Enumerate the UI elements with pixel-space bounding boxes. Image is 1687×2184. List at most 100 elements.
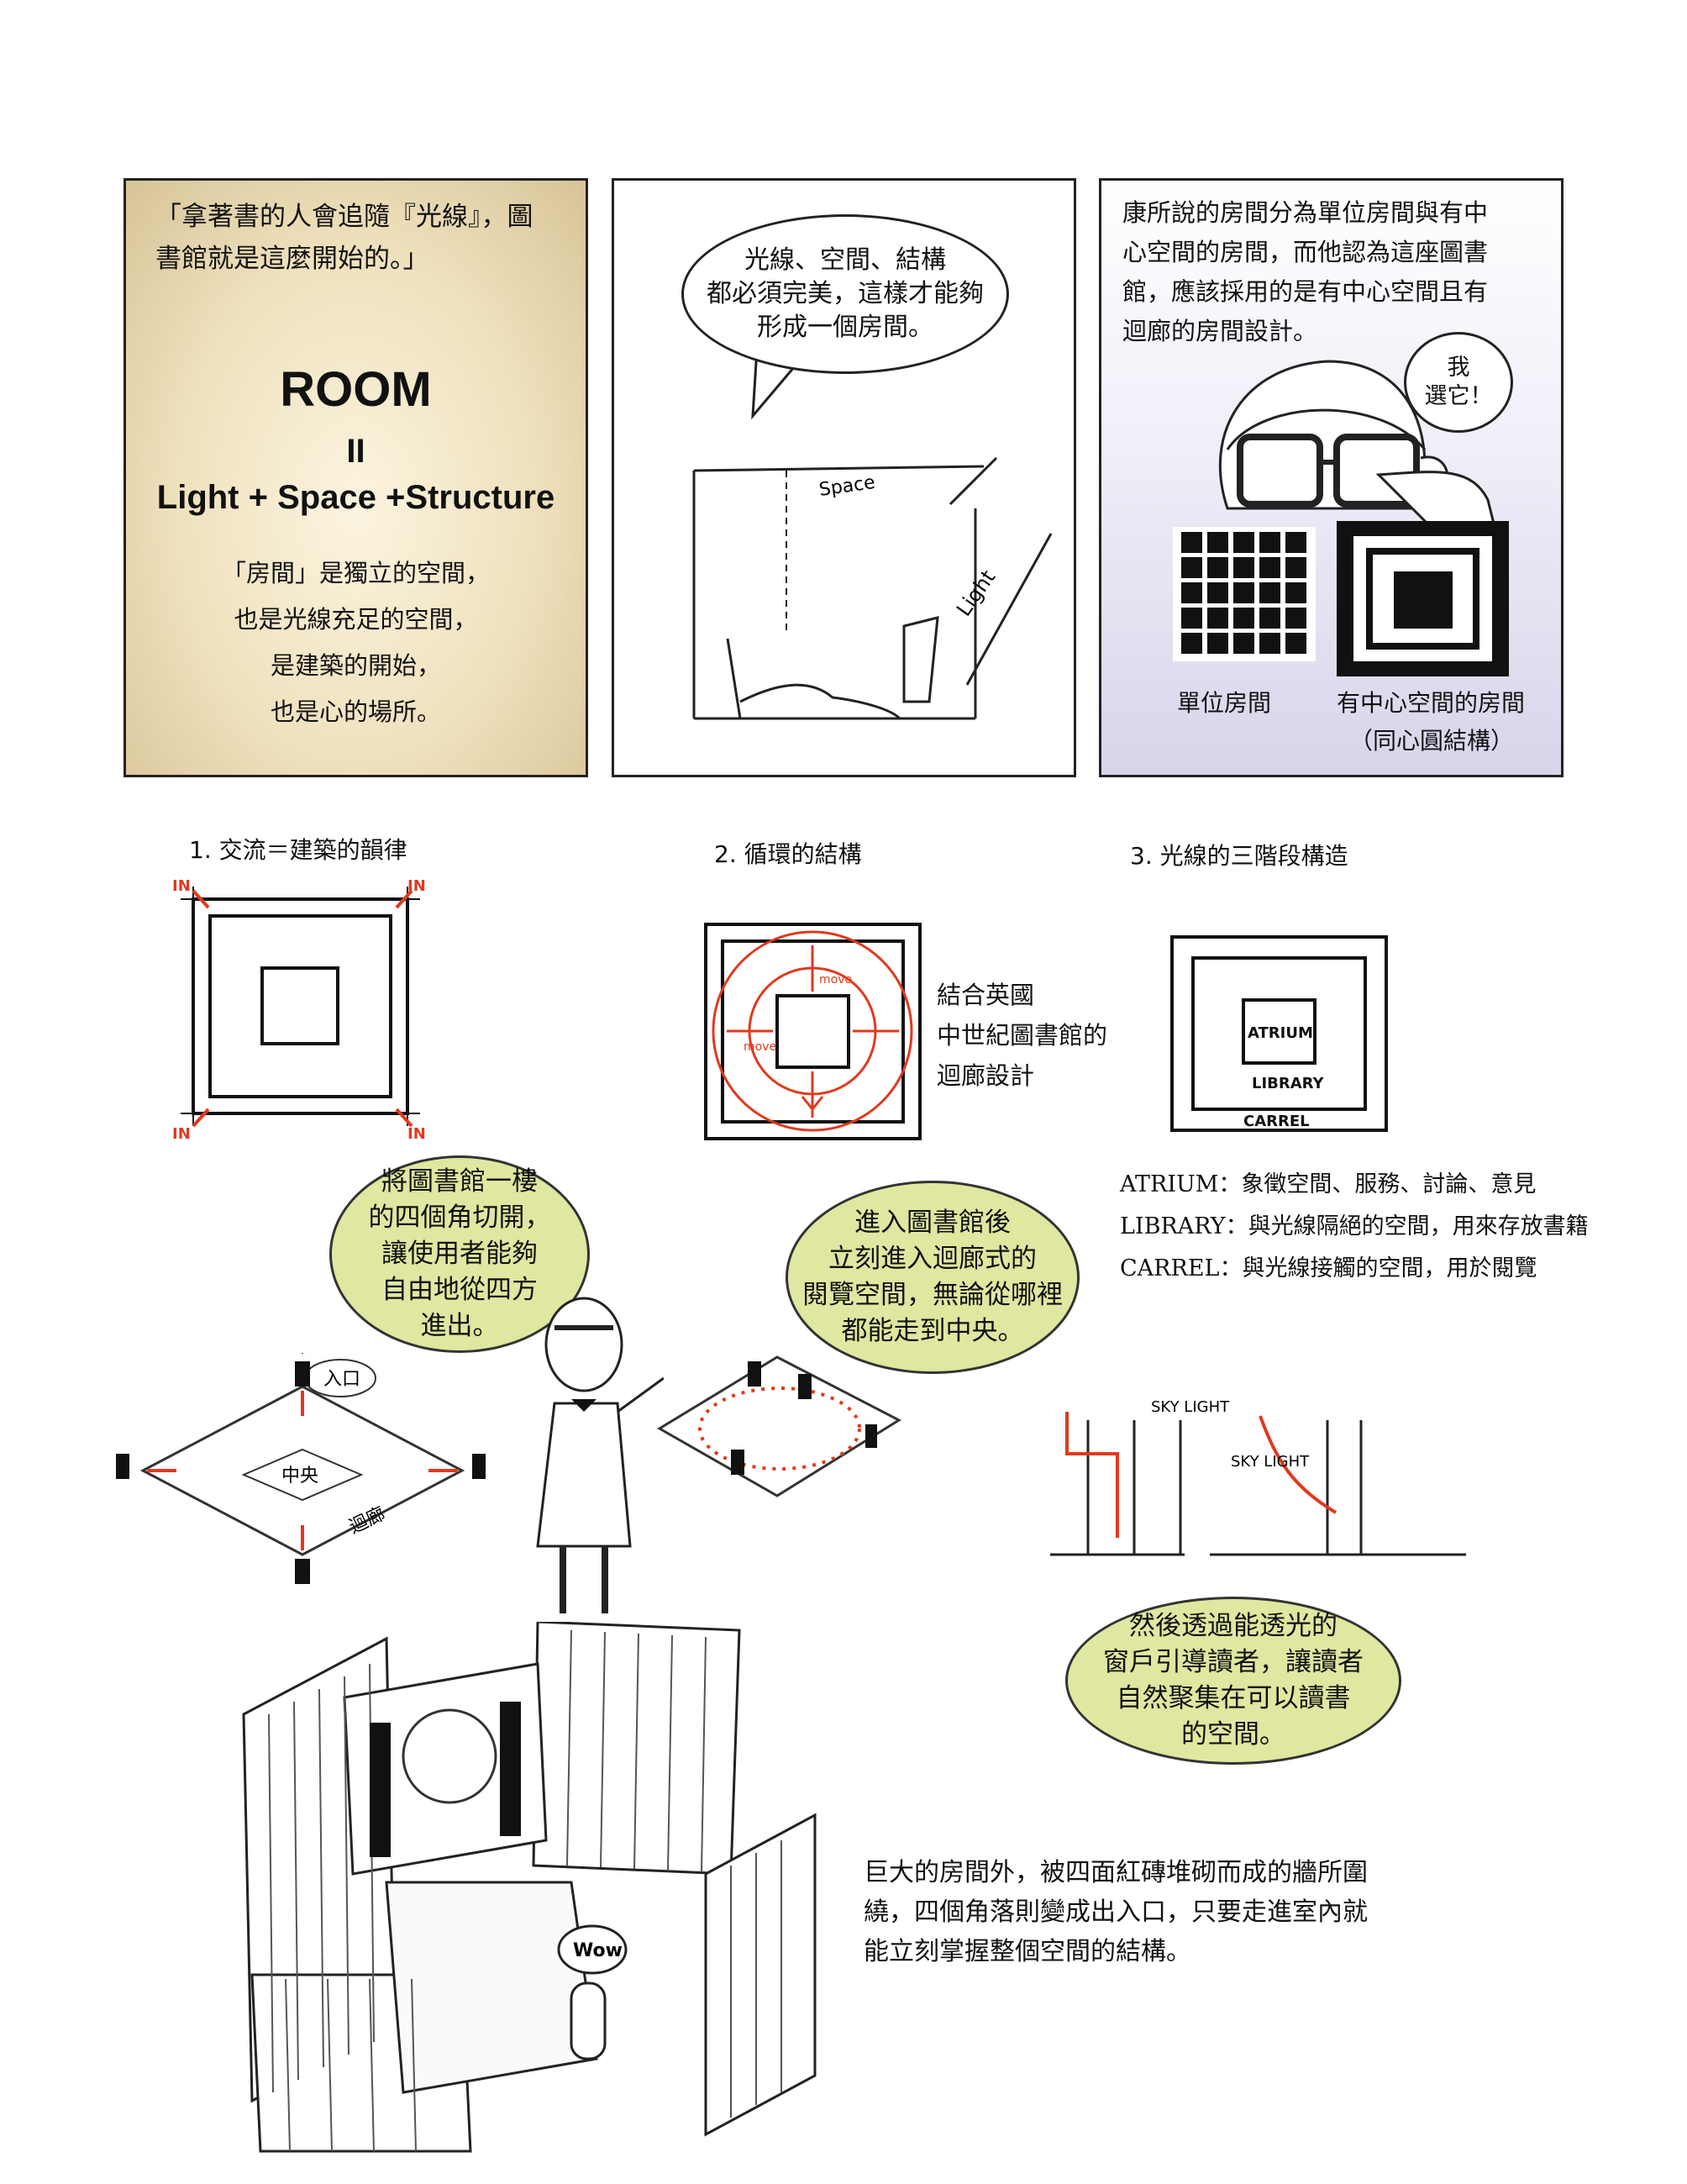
poem-line: 是建築的開始， (270, 651, 441, 680)
label-wow: Wow (573, 1940, 623, 1961)
move-label: move (744, 1040, 776, 1054)
legend-item-library: LIBRARY：與光線隔絕的空間，用來存放書籍 (1120, 1213, 1589, 1239)
bubble-line: 的四個角切開， (368, 1203, 551, 1233)
speech-bubble: 光線、空間、結構 都必須完美，這樣才能夠 形成一個房間。 (681, 214, 1009, 374)
in-label: IN (407, 1125, 426, 1143)
label-entrance: 入口 (323, 1369, 360, 1390)
bubble-line: 自然聚集在可以讀書 (1116, 1683, 1351, 1713)
panel-room-types: 康所說的房間分為單位房間與有中 心空間的房間，而他認為這座圖書 館，應該採用的是… (1099, 178, 1563, 777)
person-figure (295, 1361, 310, 1387)
caption-line: 迴廊的房間設計。 (1122, 317, 1318, 345)
label-carrel: CARREL (1243, 1113, 1310, 1130)
speech-bubble-choose: 我 選它！ (1404, 332, 1513, 433)
label-centered-room: 有中心空間的房間 (1337, 689, 1526, 717)
bubble-line: 將圖書館一樓 (381, 1166, 538, 1197)
move-label: move (819, 973, 852, 987)
diagram-three-stage-light: ATRIUM LIBRARY CARREL (1170, 935, 1388, 1132)
unit-room-cell (1285, 608, 1306, 629)
label-skylight-1: SKY LIGHT (1151, 1398, 1230, 1416)
unit-room-cell (1181, 633, 1202, 654)
bubble-line: 閱覽空間，無論從哪裡 (802, 1280, 1063, 1310)
diagram-circulation-rhythm: IN IN IN IN (172, 877, 426, 1143)
quote-line-2: 書館就是這麼開始的。」 (155, 244, 429, 274)
diagram1-title: 1. 交流＝建築的韻律 (189, 836, 407, 864)
in-label: IN (172, 1125, 191, 1143)
speech-line: 選它！ (1424, 383, 1493, 409)
unit-room-cell (1181, 557, 1202, 578)
unit-room-cell (1207, 608, 1228, 629)
caption-line: 康所說的房間分為單位房間與有中 (1122, 198, 1489, 227)
label-center: 中央 (281, 1466, 318, 1487)
label-atrium: ATRIUM (1248, 1024, 1313, 1042)
kahn-presenter (536, 1297, 664, 1613)
bubble-cut-corners: 將圖書館一樓 的四個角切開， 讓使用者能夠 自由地從四方 進出。 (329, 1155, 590, 1353)
centered-room-core (1394, 571, 1453, 629)
panel-light-space-structure: 光線、空間、結構 都必須完美，這樣才能夠 形成一個房間。 Space Light (612, 178, 1076, 777)
label-concentric: （同心圓結構） (1349, 727, 1515, 755)
iso-entrance-diagram: 入口 中央 迴廊 (116, 1353, 486, 1584)
bubble-line: 進入圖書館後 (854, 1208, 1011, 1238)
person-figure (748, 1361, 761, 1387)
bubble-line: 的空間。 (1181, 1719, 1285, 1750)
diagram-circulation-structure: move move (704, 923, 922, 1140)
bubble-line: 形成一個房間。 (757, 313, 933, 342)
room-title: ROOM (280, 362, 432, 417)
panel-room-definition: 「拿著書的人會追隨『光線』，圖 書館就是這麼開始的。」 ROOM II Ligh… (124, 178, 588, 777)
skylight-section-sketch: SKY LIGHT SKY LIGHT (1050, 1398, 1466, 1556)
unit-room-cell (1181, 582, 1202, 603)
person-figure (731, 1450, 744, 1475)
person-figure (295, 1559, 310, 1584)
unit-room-cell (1285, 557, 1306, 578)
legend-item-atrium: ATRIUM：象徵空間、服務、討論、意見 (1120, 1171, 1537, 1197)
unit-room-cell (1207, 633, 1228, 654)
caption-line: 心空間的房間，而他認為這座圖書 (1122, 238, 1489, 266)
unit-room-cell (1207, 582, 1228, 603)
unit-room-cell (1181, 532, 1202, 553)
description-line: 能立刻掌握整個空間的結構。 (864, 1937, 1191, 1966)
bubble-line: 然後透過能透光的 (1129, 1611, 1338, 1641)
unit-room-cell (1181, 608, 1202, 629)
in-label: IN (172, 877, 191, 895)
label-unit-room: 單位房間 (1177, 689, 1272, 717)
bubble-line: 窗戶引導讀者，讓讀者 (1103, 1647, 1364, 1677)
quote-line-1: 「拿著書的人會追隨『光線』，圖 (155, 202, 533, 232)
library-iso-building: Wow (242, 1622, 817, 2153)
person-figure (116, 1454, 129, 1479)
note-line: 中世紀圖書館的 (937, 1021, 1108, 1050)
diagram2-note: 結合英國 中世紀圖書館的 迴廊設計 (937, 975, 1107, 1096)
iso-corridor-diagram (657, 1355, 902, 1497)
note-line: 迴廊設計 (937, 1061, 1035, 1090)
unit-room-cell (1259, 557, 1280, 578)
panel3-caption: 康所說的房間分為單位房間與有中 心空間的房間，而他認為這座圖書 館，應該採用的是… (1122, 193, 1551, 351)
label-skylight-2: SKY LIGHT (1231, 1453, 1310, 1471)
bubble-windows-guide: 然後透過能透光的 窗戶引導讀者，讓讀者 自然聚集在可以讀書 的空間。 (1065, 1597, 1401, 1765)
bubble-line: 都必須完美，這樣才能夠 (707, 279, 984, 308)
unit-room-cell (1285, 532, 1306, 553)
description-line: 巨大的房間外，被四面紅磚堆砌而成的牆所圍 (864, 1858, 1368, 1887)
poem: 「房間」是獨立的空間， 也是光線充足的空間， 是建築的開始， 也是心的場所。 (126, 550, 586, 735)
person-figure (798, 1374, 812, 1399)
label-light: Light (952, 566, 1000, 620)
bubble-line: 自由地從四方 (381, 1275, 538, 1305)
speech-line: 我 (1447, 355, 1470, 381)
person-figure (865, 1424, 877, 1448)
poem-line: 「房間」是獨立的空間， (221, 559, 490, 587)
bubble-line: 讓使用者能夠 (381, 1239, 538, 1269)
bottom-description: 巨大的房間外，被四面紅磚堆砌而成的牆所圍 繞，四個角落則變成出入口，只要走進室內… (864, 1853, 1368, 1971)
unit-room-cell (1259, 608, 1280, 629)
diagram3-title: 3. 光線的三階段構造 (1130, 842, 1348, 870)
bubble-line: 立刻進入迴廊式的 (828, 1244, 1037, 1274)
description-line: 繞，四個角落則變成出入口，只要走進室內就 (864, 1897, 1368, 1927)
unit-room-cell (1233, 582, 1254, 603)
unit-room-cell (1233, 557, 1254, 578)
legend-item-carrel: CARREL：與光線接觸的空間，用於閱覽 (1120, 1255, 1537, 1281)
note-line: 結合英國 (937, 981, 1035, 1009)
unit-room-cell (1207, 557, 1228, 578)
unit-room-cell (1285, 582, 1306, 603)
kahn-character (1219, 360, 1498, 535)
unit-room-cell (1233, 608, 1254, 629)
label-space: Space (817, 472, 876, 501)
unit-room-cell (1207, 532, 1228, 553)
equals-sign: II (346, 433, 365, 470)
in-label: IN (407, 877, 426, 895)
